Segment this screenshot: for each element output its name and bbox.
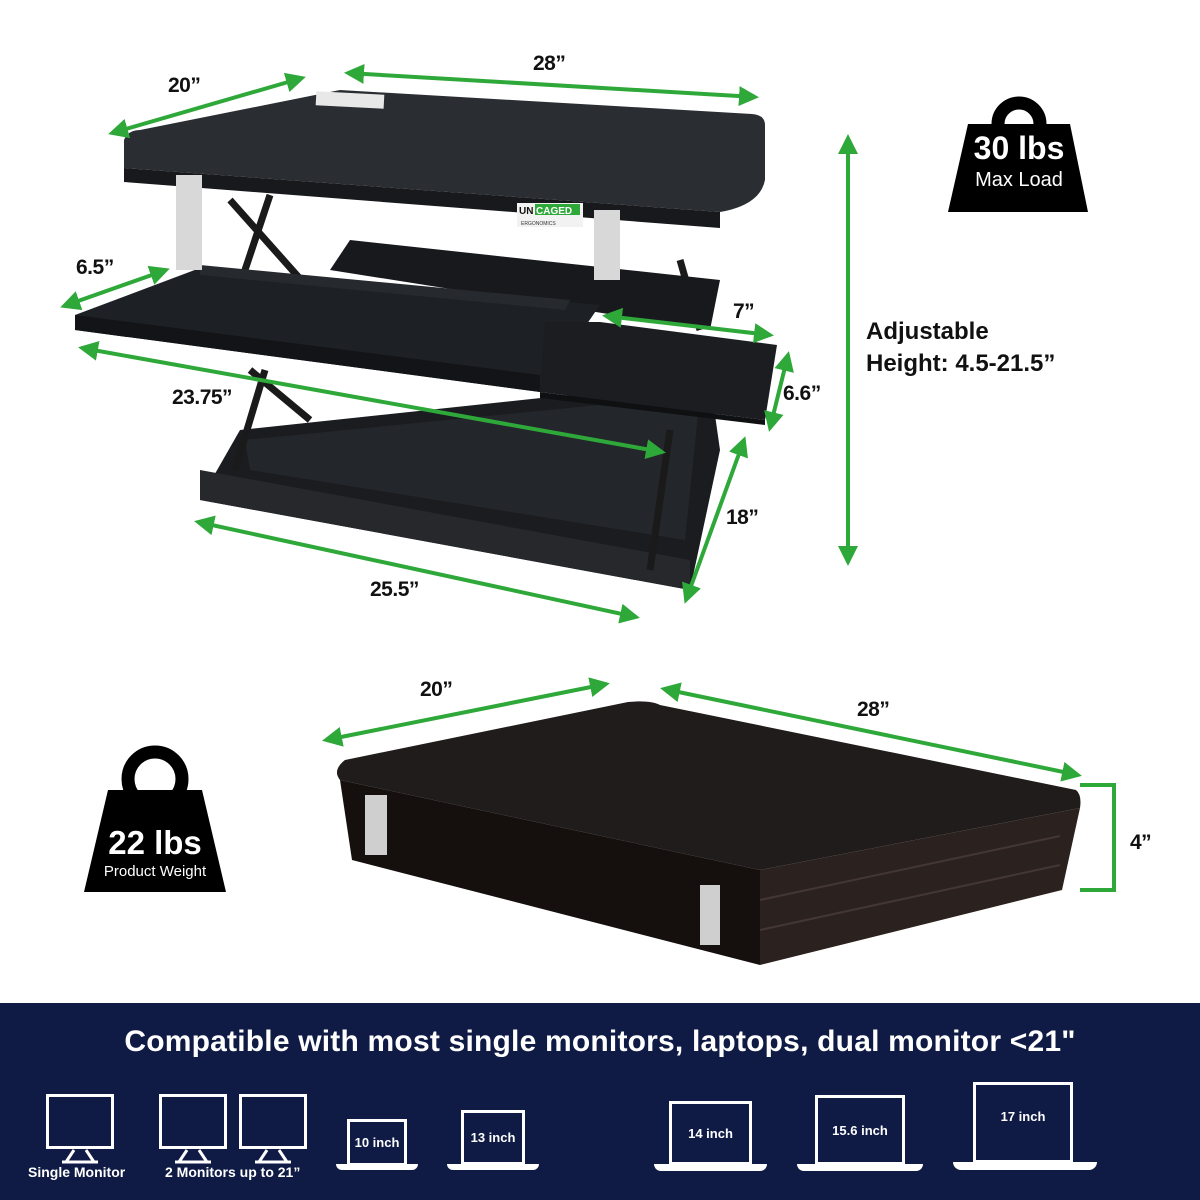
laptop-icon: 14 inch	[669, 1101, 752, 1165]
monitor-icon	[46, 1094, 114, 1149]
laptop-icon: 10 inch	[347, 1119, 407, 1166]
dimension-base-depth: 18”	[726, 506, 759, 529]
svg-text:ERGONOMICS: ERGONOMICS	[521, 221, 556, 227]
left-bracket	[176, 175, 202, 270]
dimension-keyboard-depth: 6.5”	[76, 256, 114, 279]
adjustable-height-line1: Adjustable	[866, 318, 989, 345]
dimension-arrows	[60, 63, 858, 624]
max-load-badge: 30 lbs Max Load	[946, 90, 1092, 215]
weight-icon	[948, 96, 1088, 212]
dimension-keyboard-width: 23.75”	[172, 386, 233, 409]
dimension-top-depth: 20”	[168, 74, 201, 97]
laptop-base	[654, 1164, 767, 1171]
max-load-value: 30 lbs	[973, 130, 1065, 166]
svg-text:CAGED: CAGED	[536, 206, 572, 217]
laptop-base	[447, 1164, 539, 1170]
monitor-icon	[239, 1094, 307, 1149]
dimension-mouse-tray-width: 7”	[733, 300, 755, 323]
device-label: 2 Monitors up to 21”	[165, 1164, 301, 1180]
dimension-top-width: 28”	[533, 52, 566, 75]
device-label: Single Monitor	[28, 1164, 126, 1180]
collapsed-dimension-height: 4”	[1130, 831, 1152, 854]
monitor-icon	[159, 1094, 227, 1149]
product-weight-value: 22 lbs	[108, 824, 202, 861]
max-load-label: Max Load	[975, 169, 1063, 191]
expanded-desk-illustration: UN CAGED ERGONOMICS	[60, 63, 1116, 965]
laptop-base	[953, 1162, 1097, 1170]
height-bracket	[1080, 783, 1116, 892]
collapsed-dimension-arrows	[322, 677, 1082, 782]
laptop-base	[336, 1164, 418, 1170]
right-bracket	[594, 210, 620, 280]
adjustable-height-text: Adjustable Height: 4.5-21.5”	[866, 316, 1055, 380]
collapsed-desk-illustration	[336, 701, 1081, 965]
collapsed-dimension-depth: 20”	[420, 678, 453, 701]
laptop-icon: 13 inch	[461, 1110, 525, 1165]
product-weight-badge: 22 lbs Product Weight	[80, 742, 230, 894]
monitor-stand-icon	[255, 1149, 291, 1164]
dimension-mouse-tray-depth: 6.6”	[783, 382, 821, 405]
banner-title: Compatible with most single monitors, la…	[124, 1025, 1076, 1058]
monitor-stand-icon	[175, 1149, 211, 1164]
desk-base	[200, 380, 720, 590]
desk-top-surface	[124, 90, 765, 228]
laptop-icon: 15.6 inch	[815, 1095, 905, 1165]
laptop-icon: 17 inch	[973, 1082, 1073, 1163]
collapsed-dimension-width: 28”	[857, 698, 890, 721]
laptop-base	[797, 1164, 923, 1171]
adjustable-height-line2: Height: 4.5-21.5”	[866, 350, 1056, 377]
product-weight-label: Product Weight	[103, 863, 207, 880]
weight-icon	[84, 745, 226, 892]
monitor-stand-icon	[62, 1149, 98, 1164]
svg-text:UN: UN	[519, 206, 533, 217]
dimension-base-width: 25.5”	[370, 578, 419, 601]
brand-badge: UN CAGED ERGONOMICS	[517, 203, 583, 227]
compatibility-banner: Compatible with most single monitors, la…	[0, 1003, 1200, 1200]
middle-frame	[330, 240, 720, 330]
